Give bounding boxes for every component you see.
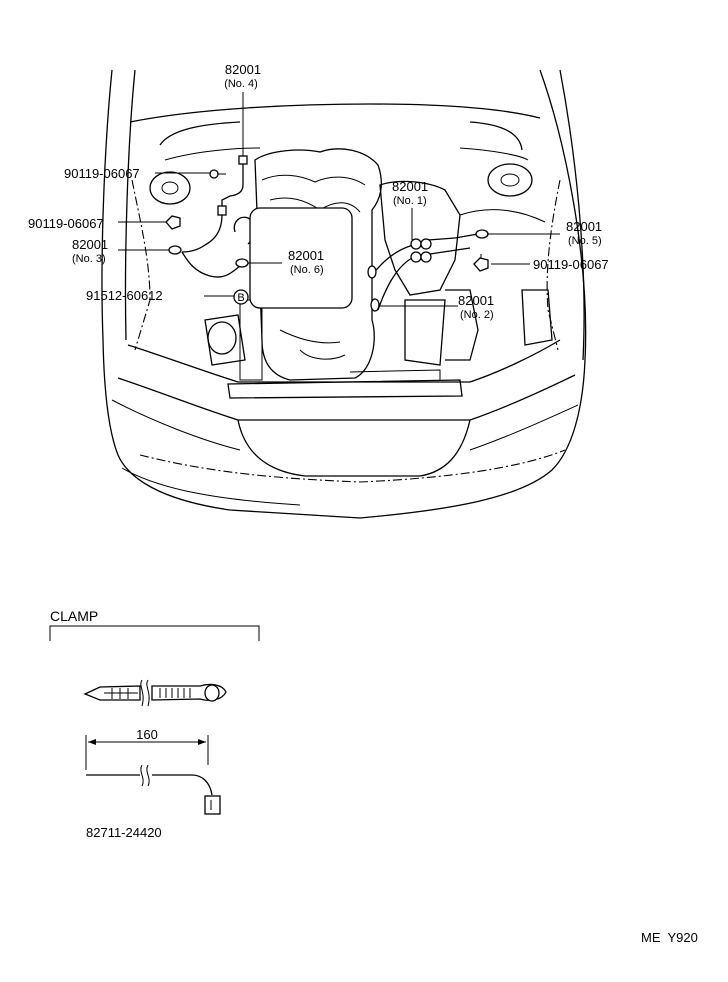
diagram-code: ME Y920 (641, 930, 698, 945)
terminal-no1 (367, 265, 377, 279)
terminal-no2 (370, 298, 380, 312)
clamp-strap-icon (83, 679, 227, 707)
bolt-icon (165, 215, 181, 230)
bolt-icon (473, 254, 489, 272)
callout-no2-part: 82001 (458, 293, 494, 308)
callout-no4-part: 82001 (225, 62, 261, 77)
terminal-no3 (168, 245, 182, 255)
callout-no2-sub: (No. 2) (460, 309, 494, 321)
clamp-title: CLAMP (50, 608, 98, 624)
callout-no4-sub: (No. 4) (224, 78, 258, 90)
callout-clamp-b-part: 91512-60612 (86, 288, 163, 303)
bolt-icon (209, 169, 226, 179)
ground-wire-harness: B (165, 155, 489, 312)
callout-no6-part: 82001 (288, 248, 324, 263)
vehicle-body-outline (101, 69, 587, 519)
callout-no5-sub: (No. 5) (568, 235, 602, 247)
air-cleaner-box (249, 207, 353, 309)
callout-no3-sub: (No. 3) (72, 253, 106, 265)
callout-no3-part: 82001 (72, 237, 108, 252)
clamp-detail: CLAMP 160 82711-24420 (49, 608, 260, 840)
callout-no1-part: 82001 (392, 179, 428, 194)
callout-bolt-right: 90119-06067 (533, 257, 609, 272)
clamp-b-marker (233, 289, 249, 305)
clamp-b-mark: B (237, 292, 244, 304)
callout-no6-sub: (No. 6) (290, 264, 324, 276)
ground-strap-icon (86, 764, 221, 815)
clamp-part-number: 82711-24420 (86, 825, 162, 840)
terminal-no6 (235, 258, 249, 268)
leader-lines (118, 92, 560, 307)
callout-no5-part: 82001 (566, 219, 602, 234)
callout-bolt-mid-left: 90119-06067 (28, 216, 104, 231)
engine-assembly (204, 148, 553, 399)
callout-no1-sub: (No. 1) (393, 195, 427, 207)
terminal-no5 (475, 229, 489, 239)
clamp-dimension: 160 (136, 727, 158, 742)
callout-bolt-top-left: 90119-06067 (64, 166, 140, 181)
callout-labels: 82001 (No. 4) 90119-06067 90119-06067 82… (28, 62, 609, 321)
